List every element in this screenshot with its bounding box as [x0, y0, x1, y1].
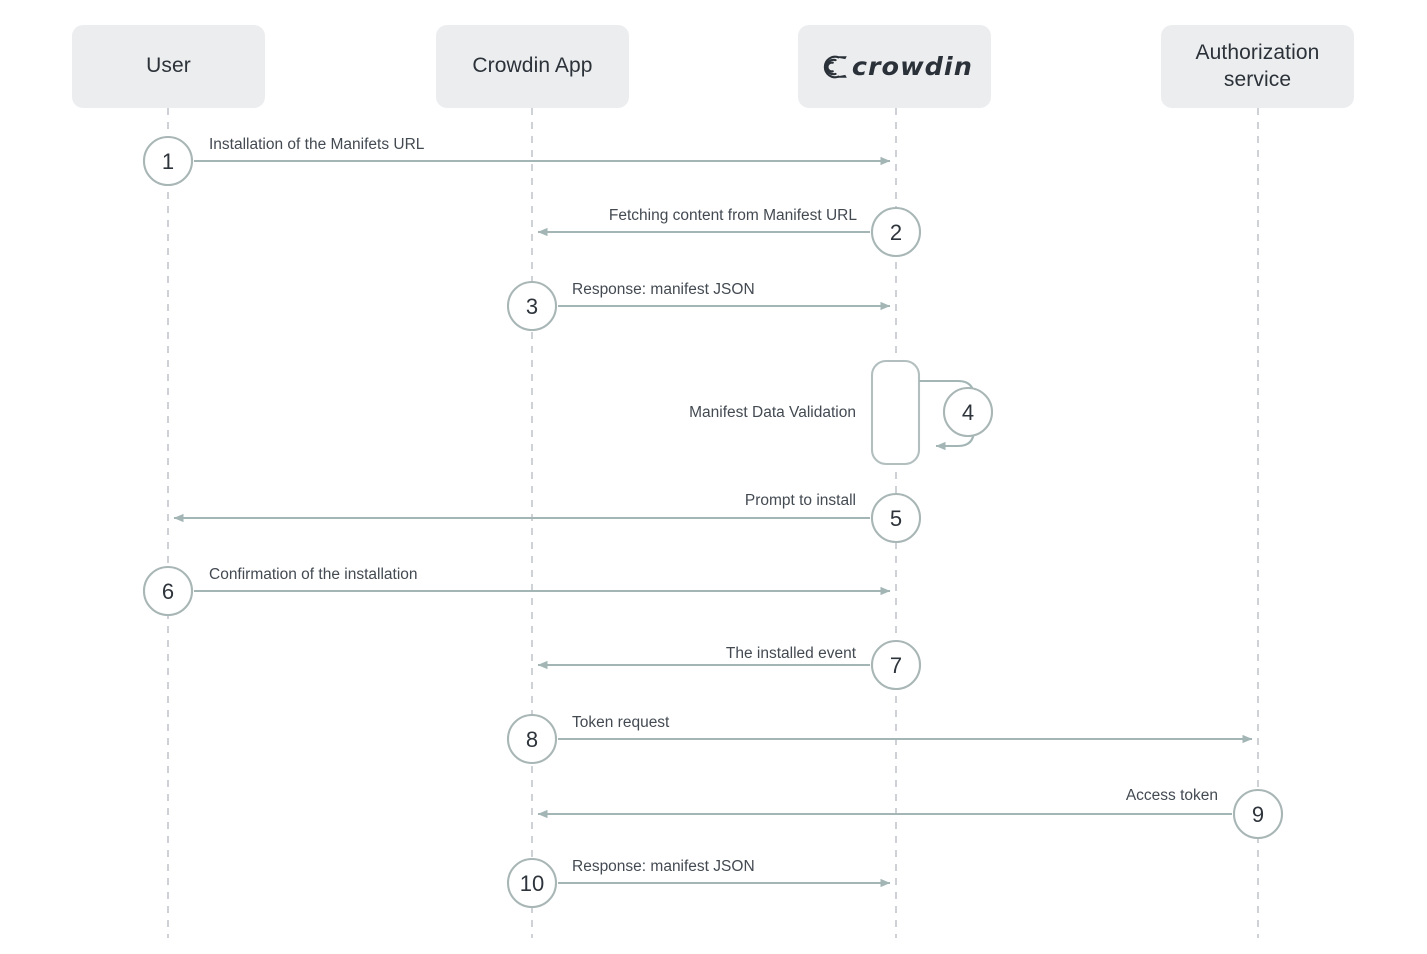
- step-number-7: 7: [889, 653, 903, 678]
- step-circle-6: [142, 565, 194, 617]
- actor-box-user[interactable]: User: [72, 25, 265, 108]
- step-number-10: 10: [519, 871, 545, 896]
- message-label-step-8: Token request: [572, 714, 670, 731]
- actor-label-crowdin-app: Crowdin App: [472, 54, 593, 78]
- activation-box-crowdin: [870, 359, 921, 466]
- message-arrows: [173, 156, 1253, 888]
- step-circle-3: [506, 280, 558, 332]
- step-number-1: 1: [161, 149, 175, 174]
- step-number-3: 3: [525, 294, 539, 319]
- message-label-step-5: Prompt to install: [744, 492, 856, 509]
- step-number-8: 8: [525, 727, 539, 752]
- step-circle-4: [942, 386, 994, 438]
- step-number-4: 4: [961, 400, 975, 425]
- actor-label-authorization-service-line2: service: [1223, 67, 1292, 91]
- actor-label-user: User: [146, 54, 191, 78]
- step-number-9: 9: [1251, 802, 1265, 827]
- step-circle-1: [142, 135, 194, 187]
- step-circles: [142, 135, 1284, 909]
- step-circle-9: [1232, 788, 1284, 840]
- crowdin-logo: crowdin: [818, 52, 972, 82]
- message-label-step-10: Response: manifest JSON: [572, 858, 755, 875]
- crowdin-logo-wordmark: crowdin: [851, 52, 973, 81]
- step-circle-8: [506, 713, 558, 765]
- message-label-step-6: Confirmation of the installation: [209, 566, 418, 583]
- message-label-step-3: Response: manifest JSON: [572, 281, 755, 298]
- message-label-step-9: Access token: [1125, 787, 1218, 804]
- actor-label-authorization-service-line1: Authorization: [1195, 41, 1320, 65]
- message-label-step-1: Installation of the Manifets URL: [209, 136, 425, 153]
- step-number-5: 5: [889, 506, 903, 531]
- actor-box-crowdin[interactable]: crowdin: [798, 25, 991, 108]
- step-circle-10: [506, 857, 558, 909]
- step-number-6: 6: [161, 579, 175, 604]
- actor-box-crowdin-app[interactable]: Crowdin App: [436, 25, 629, 108]
- step-circle-5: [870, 492, 922, 544]
- step-circle-7: [870, 639, 922, 691]
- step-number-2: 2: [889, 220, 903, 245]
- message-label-step-2: Fetching content from Manifest URL: [608, 207, 857, 224]
- step-circle-2: [870, 206, 922, 258]
- message-label-step-7: The installed event: [725, 645, 856, 662]
- actor-box-authorization-service[interactable]: Authorization service: [1161, 25, 1354, 108]
- crowdin-swoosh-icon: [823, 55, 847, 78]
- message-label-step-4: Manifest Data Validation: [689, 404, 856, 421]
